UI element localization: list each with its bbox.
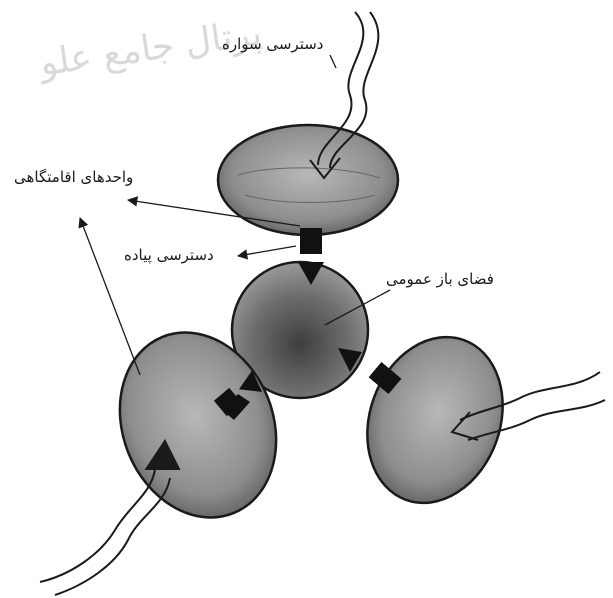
label-pedestrian-access: دسترسی پیاده — [124, 246, 214, 264]
label-public-open-space: فضای باز عمومی — [386, 270, 494, 288]
label-vehicle-access: دسترسی سواره — [222, 35, 323, 53]
vehicle-access-arrow-left — [40, 440, 180, 595]
top-blob — [218, 125, 398, 235]
right-blob — [345, 318, 525, 522]
label-residential-units: واحدهای اقامتگاهی — [14, 168, 133, 186]
